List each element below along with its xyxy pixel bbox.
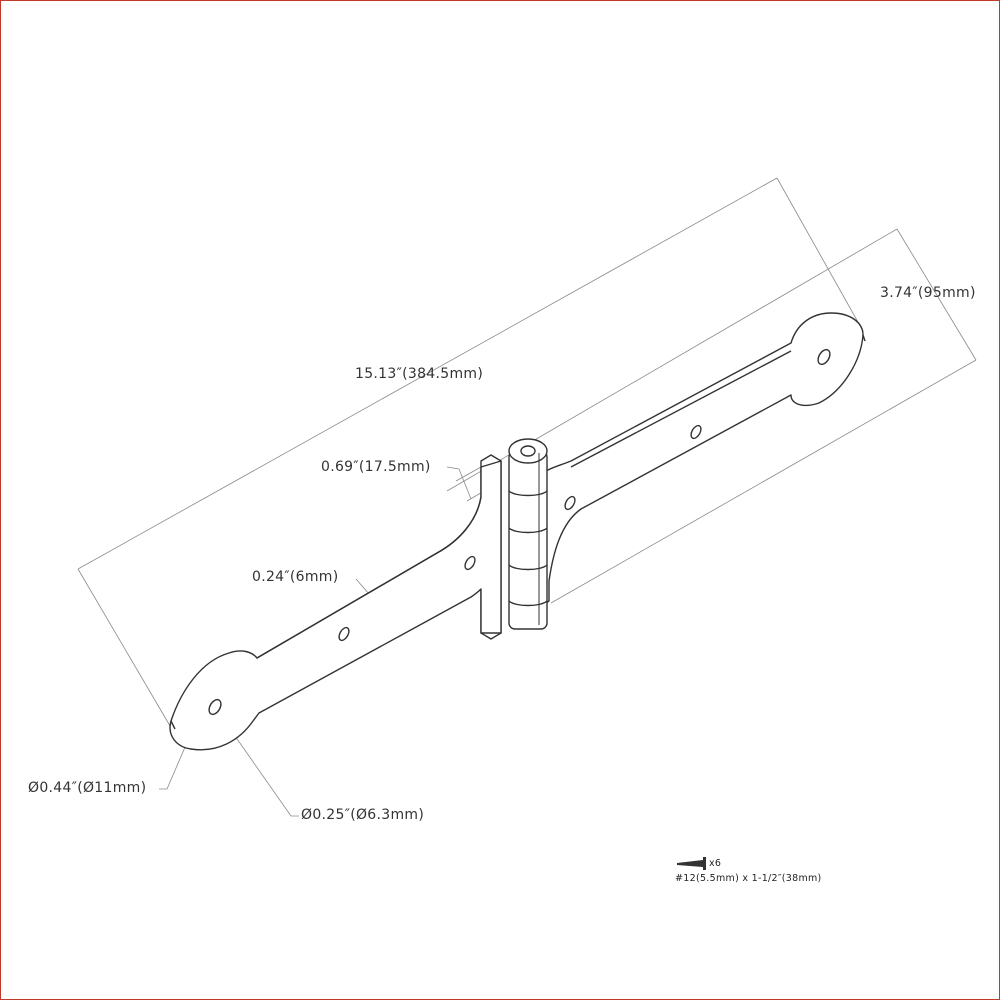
screw-hole-lower-end [208, 698, 222, 716]
overall-width-label: 3.74″(95mm) [880, 285, 976, 301]
screw-hole-upper-inner [564, 495, 576, 511]
knuckle-joint-3 [508, 564, 548, 571]
screw-hole-lower-inner [464, 555, 476, 571]
screw-quantity: x6 [709, 858, 722, 869]
width-dimension-line [896, 228, 977, 361]
hinge-barrel [508, 450, 548, 630]
upper-end-edge [862, 334, 866, 342]
hinge-body [169, 312, 866, 751]
pin-hole [520, 445, 536, 457]
lower-end-edge [170, 720, 176, 730]
leaf-width-label: 0.69″(17.5mm) [321, 459, 431, 475]
screw-spec: #12(5.5mm) x 1-1/2″(38mm) [675, 873, 822, 884]
length-dimension-line [77, 177, 778, 570]
screw-hole-upper-end [817, 348, 831, 366]
knuckle-joint-2 [508, 527, 548, 534]
length-extension-right [776, 177, 864, 332]
width-extension-bottom [550, 359, 977, 604]
knuckle-joint-1 [508, 490, 548, 497]
end-diameter-label: Ø0.44″(Ø11mm) [28, 780, 147, 796]
upper-strap-edge [570, 350, 792, 468]
hole-diameter-leader [213, 705, 299, 817]
hole-diameter-label: Ø0.25″(Ø6.3mm) [301, 807, 425, 823]
lower-strap-edge [256, 496, 482, 659]
upper-strap-leaf [545, 312, 864, 604]
screw-icon [677, 857, 706, 870]
leaf-width-tick-a [455, 466, 482, 482]
strap-width-label: 0.24″(6mm) [252, 569, 339, 585]
leaf-width-leader [446, 466, 472, 500]
length-extension-left [77, 568, 174, 732]
knuckle-joint-4 [508, 600, 548, 607]
screw-hole-lower-mid [338, 626, 350, 642]
screw-hole-upper-mid [690, 424, 702, 440]
overall-length-label: 15.13″(384.5mm) [355, 366, 484, 382]
